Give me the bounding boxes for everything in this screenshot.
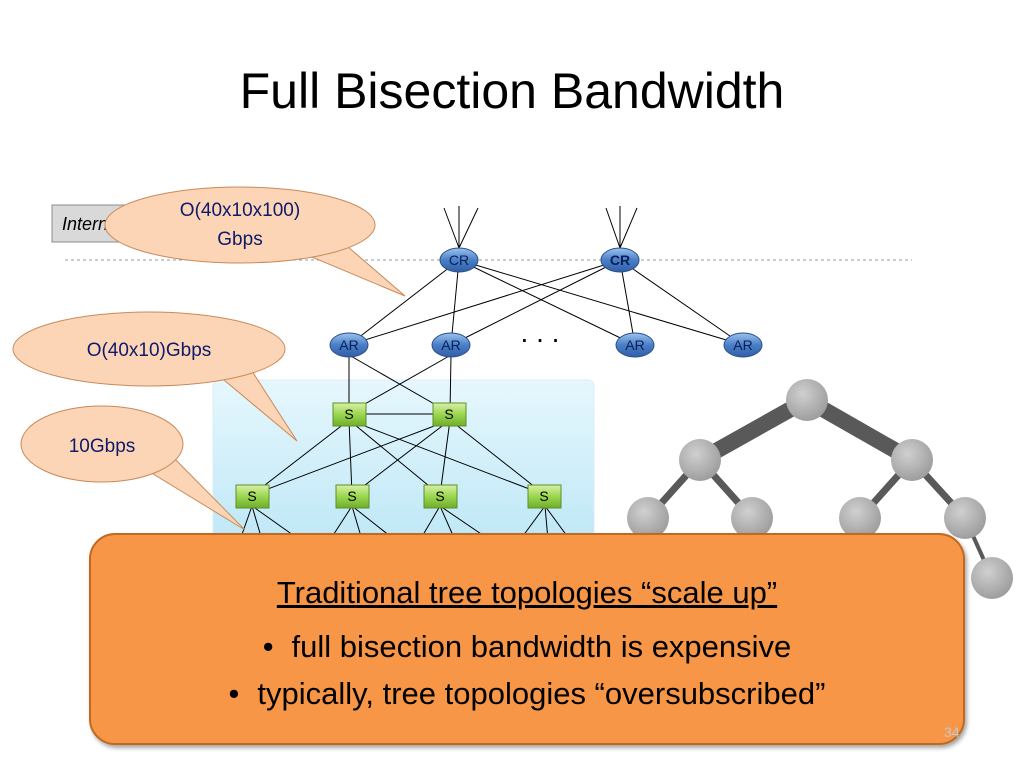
summary-bullet: • typically, tree topologies “oversubscri… — [91, 670, 963, 717]
switch-node: S — [332, 402, 367, 427]
switch-label: S — [435, 488, 444, 504]
summary-box: Traditional tree topologies “scale up” •… — [89, 533, 965, 745]
switch-label: S — [347, 488, 356, 504]
ar-node: AR — [329, 332, 369, 358]
switch-label: S — [539, 488, 548, 504]
ar-ellipsis: . . . — [521, 317, 560, 348]
cr-node: CR — [600, 247, 640, 273]
switch-node: S — [527, 484, 562, 509]
slide-number: 34 — [944, 724, 960, 740]
switch-node: S — [335, 484, 370, 509]
bullet-text: typically, tree topologies “oversubscrib… — [257, 676, 826, 711]
ar-label: AR — [441, 337, 460, 353]
callout-access-bandwidth: 10Gbps — [20, 405, 246, 531]
summary-bullets: • full bisection bandwidth is expensive •… — [91, 623, 963, 717]
callout-core-line2: Gbps — [217, 229, 262, 250]
callout-access-text: 10Gbps — [69, 436, 136, 457]
page-title: Full Bisection Bandwidth — [239, 63, 785, 119]
s-s-links — [251, 419, 546, 496]
ar-node: AR — [615, 332, 655, 358]
cr-uplinks — [443, 206, 638, 249]
bullet-text: full bisection bandwidth is expensive — [291, 629, 792, 664]
ar-label: AR — [625, 337, 644, 353]
ar-node: AR — [723, 332, 763, 358]
cr-label: CR — [610, 252, 630, 268]
switch-label: S — [344, 406, 353, 422]
callout-agg-text: O(40x10)Gbps — [87, 340, 212, 361]
summary-bullet: • full bisection bandwidth is expensive — [91, 623, 963, 670]
ar-label: AR — [339, 337, 358, 353]
switch-label: S — [444, 406, 453, 422]
summary-heading: Traditional tree topologies “scale up” — [276, 575, 778, 610]
ar-node: AR — [431, 332, 471, 358]
switch-node: S — [432, 402, 467, 427]
callout-core-bandwidth: O(40x10x100) Gbps — [104, 186, 406, 297]
tree-illustration — [627, 379, 1013, 599]
callout-core-line1: O(40x10x100) — [180, 200, 300, 221]
cr-ar-links — [348, 259, 744, 346]
bullet-dot: • — [228, 676, 240, 711]
callout-agg-bandwidth: O(40x10)Gbps — [12, 311, 298, 442]
switch-node: S — [423, 484, 458, 509]
switch-label: S — [247, 488, 256, 504]
cr-node: CR — [439, 247, 479, 273]
switch-node: S — [235, 484, 270, 509]
bullet-dot: • — [262, 629, 274, 664]
cr-label: CR — [449, 252, 469, 268]
ar-label: AR — [733, 337, 752, 353]
